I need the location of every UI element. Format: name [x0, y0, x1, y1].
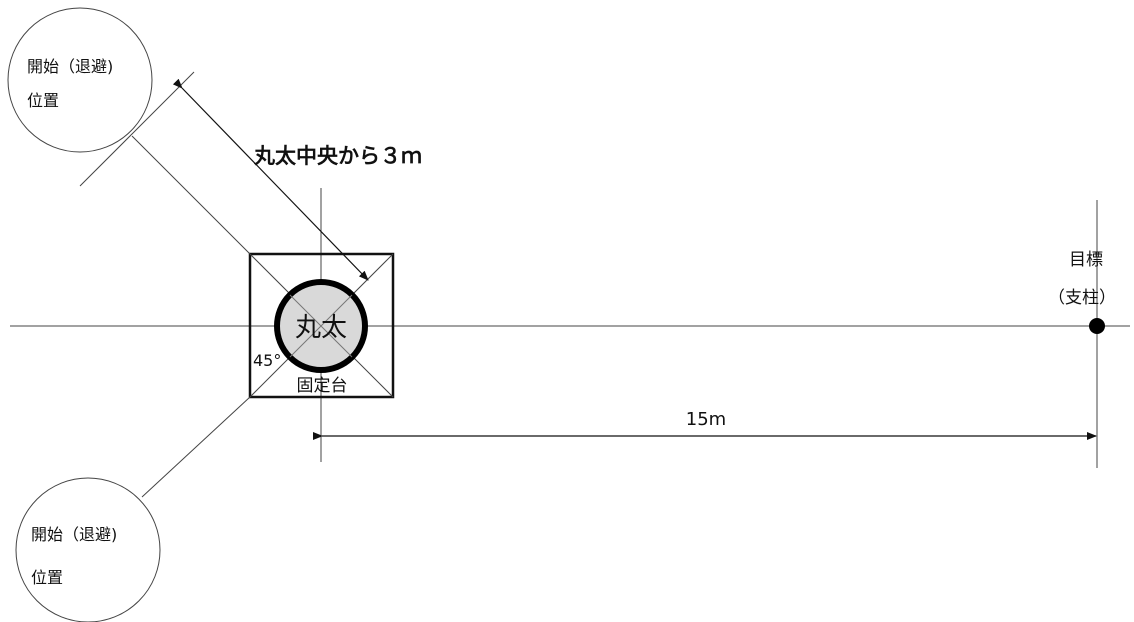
start-position-bottom-line1: 開始（退避)	[31, 525, 117, 544]
log-label: 丸太	[295, 313, 347, 343]
stand-label: 固定台	[297, 376, 348, 396]
start-position-top-line2: 位置	[27, 91, 59, 110]
distance-15m-label: 15m	[686, 409, 726, 430]
start-position-top-line1: 開始（退避)	[27, 57, 113, 76]
target-point	[1089, 318, 1105, 334]
target-label-line1: 目標	[1069, 250, 1103, 270]
distance-3m-label: 丸太中央から３ｍ	[253, 144, 422, 168]
start-position-circle-top	[7, 7, 153, 153]
diagonal-line-to-bottom-start	[141, 396, 251, 498]
start-position-circle-bottom	[15, 477, 161, 622]
diagonal-line-to-top-start	[131, 135, 251, 255]
angle-label: 45°	[253, 351, 281, 370]
distance-3m-arrow	[172, 78, 369, 281]
start-position-bottom-line2: 位置	[31, 568, 63, 587]
log-cross-2	[289, 294, 353, 358]
target-label-line2: （支柱）	[1048, 288, 1116, 308]
